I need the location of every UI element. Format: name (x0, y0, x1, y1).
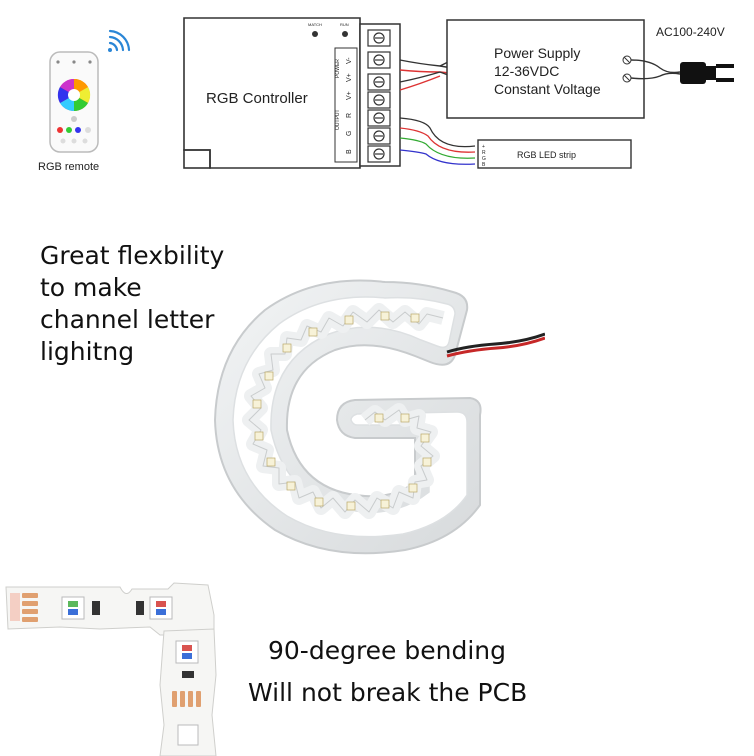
terminal-b: B (346, 149, 353, 154)
wifi-signal-icon (108, 29, 131, 52)
power-wires (399, 59, 461, 91)
feature1-line4: lighitng (40, 337, 135, 366)
terminal-vplus-2: V+ (346, 91, 353, 100)
terminal-output-label: OUTPUT (335, 109, 341, 130)
led-strip-diagram: + R G B RGB LED strip (477, 139, 632, 169)
match-label: MATCH (308, 22, 322, 27)
wiring-diagram: RGB remote MATCH RUN RGB Controller POWE… (38, 17, 734, 173)
strip-pin-b: B (482, 162, 486, 168)
terminal-vplus-1: V+ (346, 73, 353, 82)
power-supply: Power Supply 12-36VDC Constant Voltage (446, 19, 645, 119)
zigzag-led-strip (242, 303, 445, 519)
feature1-line1: Great flexbility (40, 241, 225, 270)
rgb-led-3 (175, 640, 199, 664)
feature1-line2: to make (40, 273, 142, 302)
terminal-vminus: V- (346, 57, 353, 64)
remote-label: RGB remote (38, 161, 99, 173)
terminal-power-label: POWER (335, 59, 341, 78)
rgb-controller: MATCH RUN RGB Controller POWER OUTPUT V-… (183, 17, 401, 169)
ps-line1: Power Supply (494, 45, 580, 61)
feature1-text: Great flexbility to make channel letter … (40, 240, 240, 368)
channel-letter-g-image (213, 279, 545, 555)
strip-pin-g: G (482, 156, 486, 162)
strip-pin-plus: + (482, 144, 485, 150)
lead-wire (446, 332, 545, 358)
controller-label: RGB Controller (206, 90, 308, 107)
bent-led-strip-image (5, 582, 217, 756)
ps-line3: Constant Voltage (494, 81, 601, 97)
feature2-line1: 90-degree bending (268, 636, 507, 665)
rgb-led-2 (149, 596, 173, 620)
ac-plug (630, 59, 734, 84)
run-label: RUN (340, 22, 349, 27)
strip-pin-r: R (482, 150, 486, 156)
terminal-g: G (346, 131, 353, 136)
terminal-r: R (346, 113, 353, 118)
rgb-led-1 (61, 596, 85, 620)
strip-label: RGB LED strip (517, 150, 576, 160)
ac-label: AC100-240V (656, 25, 725, 39)
feature2-line2: Will not break the PCB (248, 678, 528, 707)
output-wires (399, 117, 476, 165)
ps-line2: 12-36VDC (494, 63, 559, 79)
rgb-remote (49, 51, 99, 153)
feature1-line3: channel letter (40, 305, 215, 334)
